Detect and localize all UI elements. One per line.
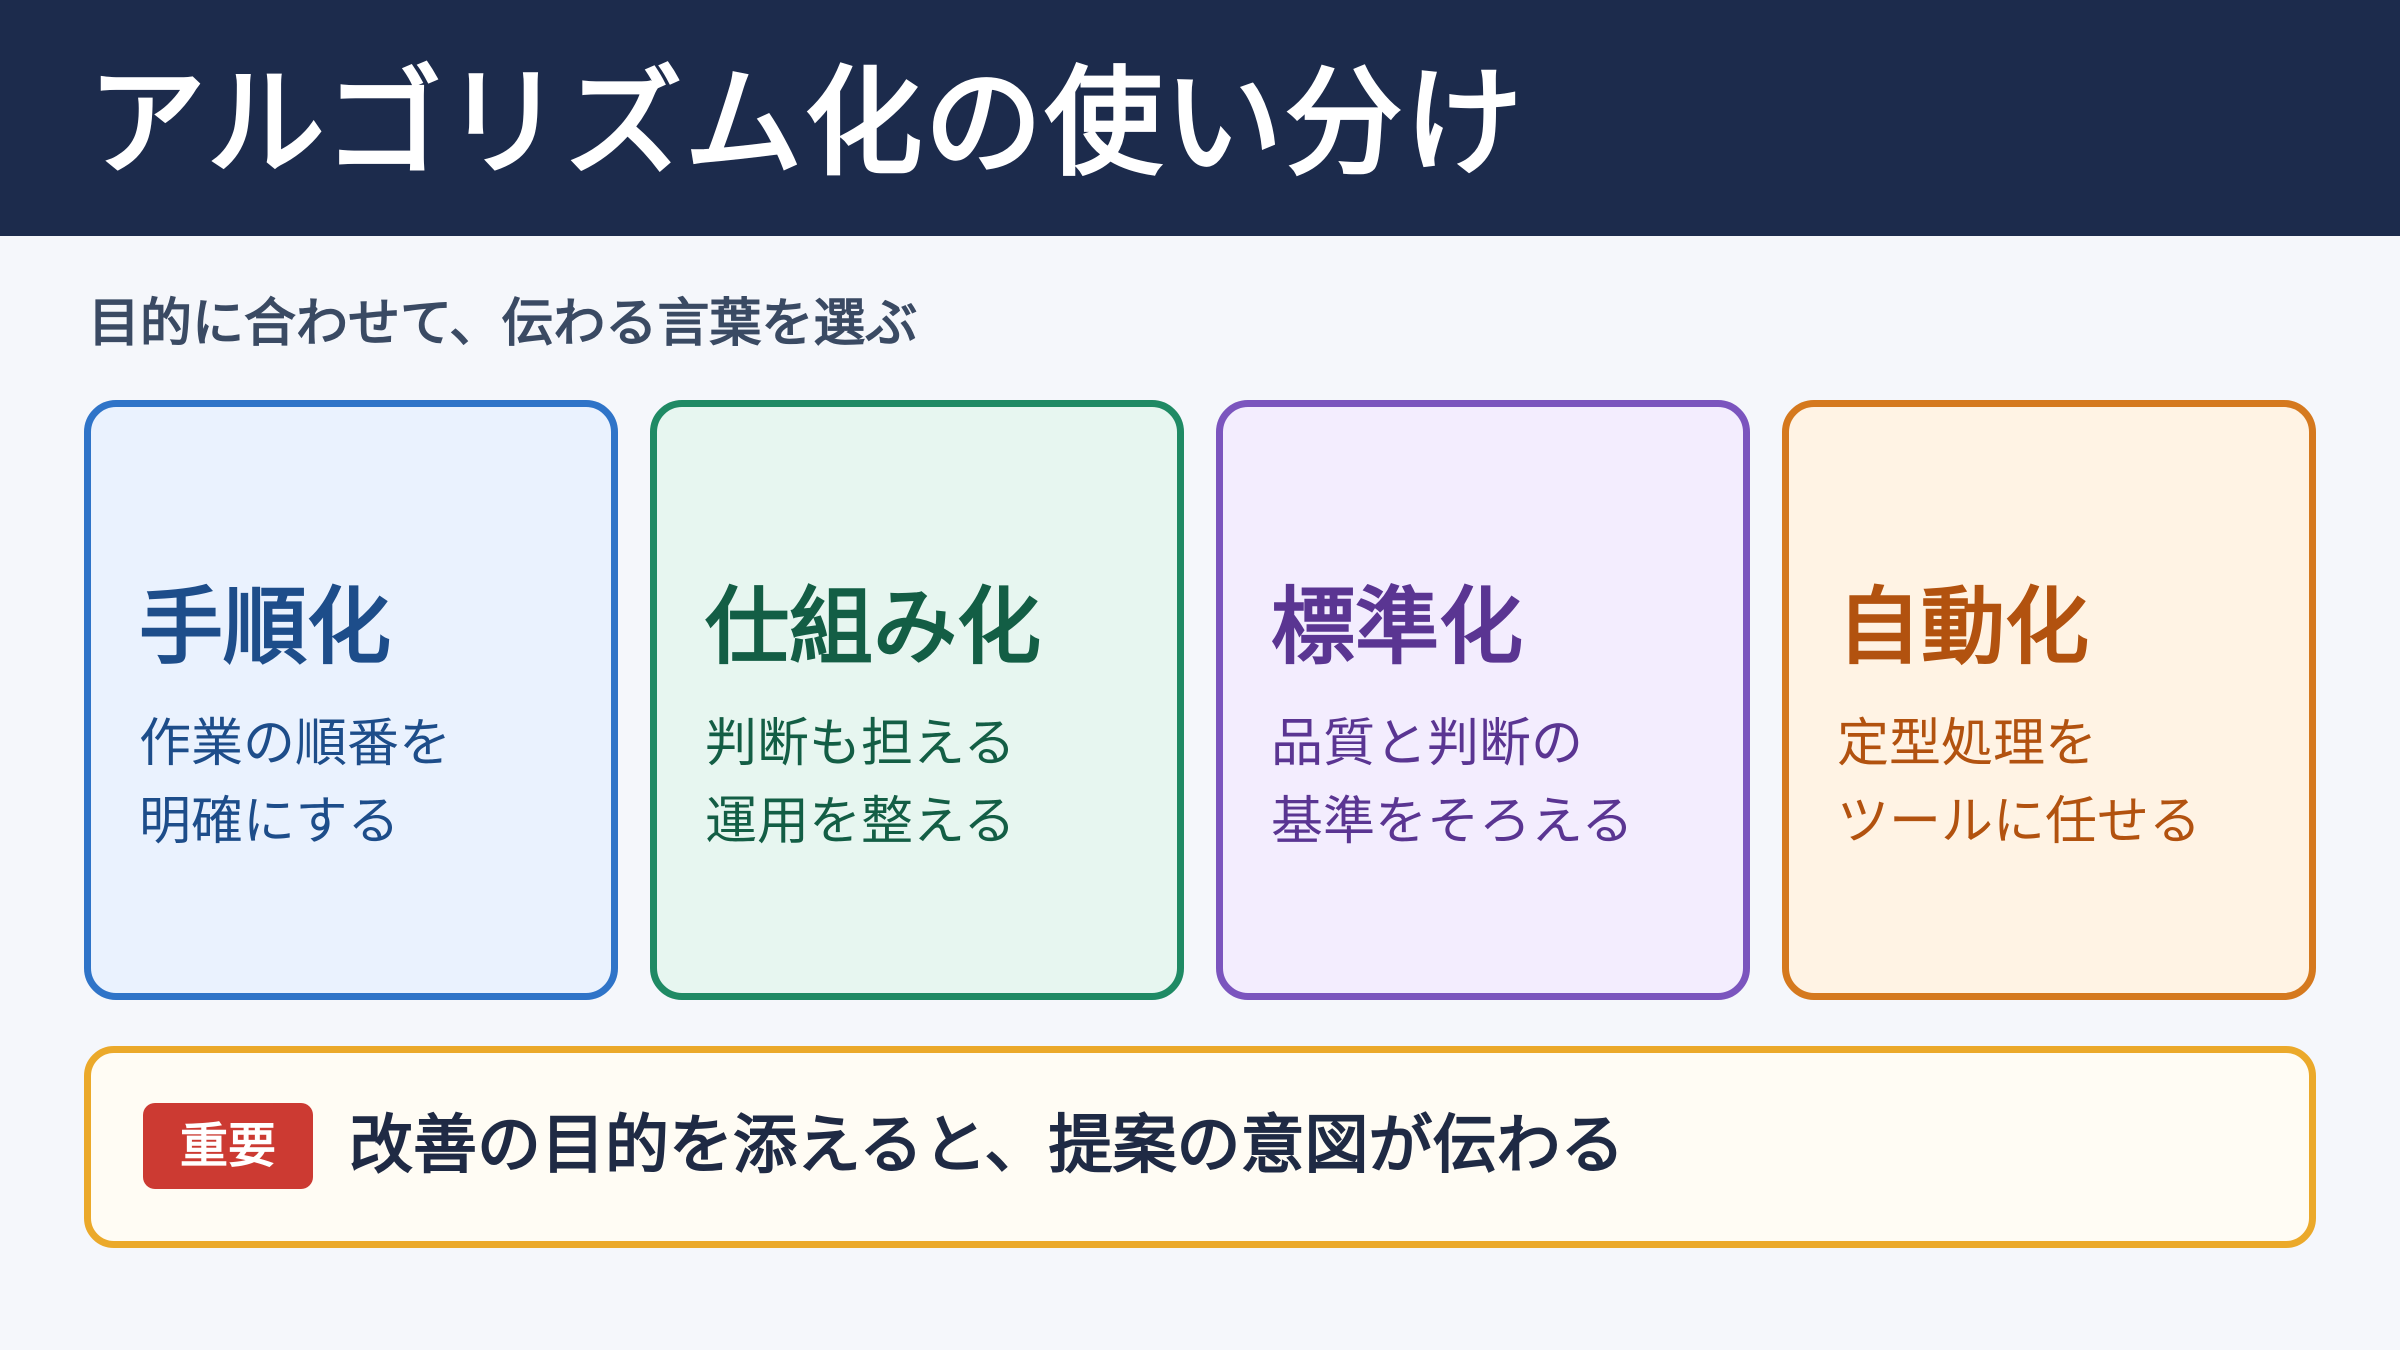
page-subtitle: 目的に合わせて、伝わる言葉を選ぶ bbox=[88, 294, 918, 354]
card-title: 自動化 bbox=[1837, 578, 2090, 676]
card-desc-line: ツールに任せる bbox=[1837, 792, 2202, 852]
card-row: 手順化 作業の順番を 明確にする 仕組み化 判断も担える 運用を整える 標準化 … bbox=[84, 400, 2316, 1000]
card-description: 定型処理を ツールに任せる bbox=[1837, 705, 2201, 861]
card-title: 仕組み化 bbox=[705, 578, 1042, 676]
important-badge: 重要 bbox=[143, 1103, 313, 1189]
card-title: 手順化 bbox=[139, 578, 392, 676]
title-bar: アルゴリズム化の使い分け bbox=[0, 0, 2400, 236]
card-description: 作業の順番を 明確にする bbox=[139, 705, 451, 861]
page-title: アルゴリズム化の使い分け bbox=[88, 54, 1525, 192]
card-system: 仕組み化 判断も担える 運用を整える bbox=[650, 400, 1184, 1000]
card-desc-line: 作業の順番を bbox=[139, 714, 452, 774]
card-title: 標準化 bbox=[1271, 578, 1524, 676]
card-automation: 自動化 定型処理を ツールに任せる bbox=[1782, 400, 2316, 1000]
card-procedure: 手順化 作業の順番を 明確にする bbox=[84, 400, 618, 1000]
card-desc-line: 定型処理を bbox=[1837, 714, 2098, 774]
card-desc-line: 運用を整える bbox=[705, 792, 1016, 852]
card-standardization: 標準化 品質と判断の 基準をそろえる bbox=[1216, 400, 1750, 1000]
card-desc-line: 判断も担える bbox=[705, 714, 1016, 774]
note-text: 改善の目的を添えると、提案の意図が伝わる bbox=[349, 1109, 1625, 1183]
card-description: 品質と判断の 基準をそろえる bbox=[1271, 705, 1633, 861]
important-note: 重要 改善の目的を添えると、提案の意図が伝わる bbox=[84, 1046, 2316, 1248]
card-description: 判断も担える 運用を整える bbox=[705, 705, 1015, 861]
card-desc-line: 品質と判断の bbox=[1271, 714, 1584, 774]
card-desc-line: 基準をそろえる bbox=[1271, 792, 1634, 852]
card-desc-line: 明確にする bbox=[139, 792, 400, 852]
